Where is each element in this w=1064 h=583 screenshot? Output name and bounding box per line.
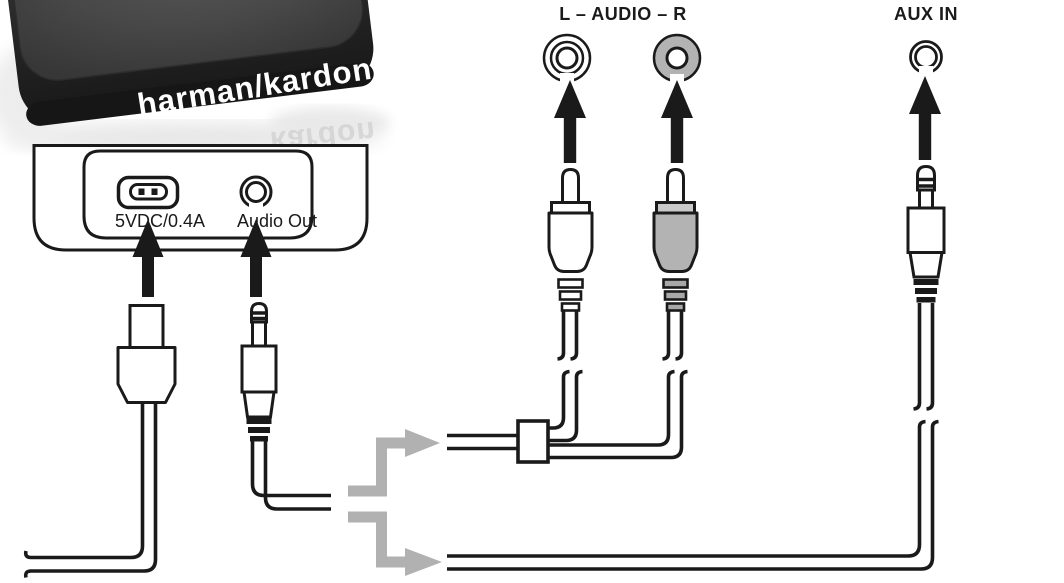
audio-out-label: Audio Out [237,211,317,231]
port-panel [82,149,314,240]
usb-plug-shell [128,304,165,349]
power-port-up-arrow-icon [132,219,164,297]
usb-cable [23,402,158,578]
rear-panel-drawing: 5VDC/0.4A Audio Out [32,144,369,297]
audio-out-up-arrow-icon [240,219,272,297]
aux-jack-icon [909,40,943,75]
plug-barrel [240,344,278,394]
jack-gap [560,73,574,83]
rca-label: L – AUDIO – R [559,4,687,24]
jack-gap [670,74,684,83]
rca-right-collar [655,201,696,215]
plug-shaft [251,320,267,348]
rca-plug-left [547,167,594,312]
device-bottom-edge [26,62,374,126]
rca-splitter-assembly [447,167,699,464]
aux-cable [447,303,939,571]
jack-gap [919,66,933,75]
rca-feed-cable [447,433,518,451]
rca-cable-left [548,310,583,443]
device-photo: kardon harman/kardon [0,0,390,158]
plug-strain-relief [246,418,272,442]
rca-cable-right [548,310,688,460]
micro-usb-port-icon [116,175,180,210]
audio-jack-inner-ring [245,181,267,203]
audio-out-cable [250,441,331,511]
rca-left-up-arrow-icon [554,80,586,163]
rca-jack-right-icon [652,33,702,83]
rca-right-pin [666,167,685,204]
cable-junction [516,419,550,464]
aux-jack-group: AUX IN [894,4,958,160]
tip-rings [251,311,267,321]
power-port-label: 5VDC/0.4A [115,211,205,231]
usb-pin-left [138,188,145,195]
aux-plug [447,164,946,571]
rca-jacks-group: L – AUDIO – R [542,4,702,163]
usb-power-plug [23,304,177,578]
plug-strain-relief [913,279,939,303]
audio-out-plug [240,301,331,511]
audio-out-jack-icon [239,175,273,211]
rca-left-collar [550,201,591,215]
rca-left-ribs [557,278,584,312]
jack-gap [249,203,263,211]
plug-barrel [906,206,946,254]
usb-pin-right [151,188,158,195]
aux-label: AUX IN [894,4,958,24]
micro-usb-inner [129,183,168,201]
device-body-group [3,0,374,126]
routing-arrow-bottom-icon [348,511,442,576]
rca-right-body [652,211,699,273]
rca-left-body [547,211,594,273]
plug-shaft [918,188,934,210]
plug-taper [908,251,944,279]
photo-shadow-right [270,107,390,139]
aux-up-arrow-icon [909,76,941,160]
plug-taper [242,390,276,419]
routing-arrow-top-icon [348,429,440,497]
rca-right-ribs [662,278,689,312]
usb-plug-body [116,346,177,404]
rca-jack-left-icon [542,33,592,83]
rca-plug-right [652,167,699,312]
device-top-face [8,0,364,81]
routing-arrows [348,429,442,576]
tip-rings [917,177,935,188]
rca-right-up-arrow-icon [661,80,693,163]
rca-left-pin [561,167,580,204]
